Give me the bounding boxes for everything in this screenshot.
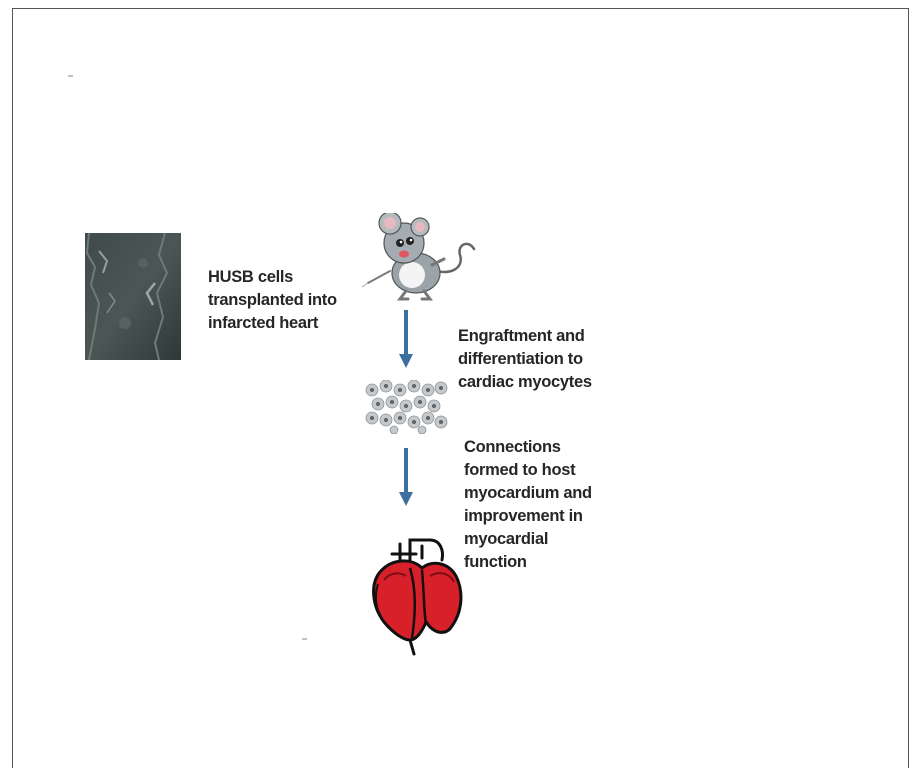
speck-mark <box>302 638 307 640</box>
heart-icon <box>370 536 468 656</box>
mouse-icon <box>360 213 478 303</box>
step-2-label: Engraftment and differentiation to cardi… <box>458 325 592 394</box>
step-1-label: HUSB cells transplanted into infarcted h… <box>208 266 337 335</box>
down-arrow-icon <box>398 448 414 506</box>
step-3-label: Connections formed to host myocardium an… <box>464 436 592 574</box>
speck-mark <box>68 75 73 77</box>
cardiac-myocytes-icon <box>364 380 448 434</box>
cell-micrograph-icon <box>85 233 181 360</box>
down-arrow-icon <box>398 310 414 368</box>
